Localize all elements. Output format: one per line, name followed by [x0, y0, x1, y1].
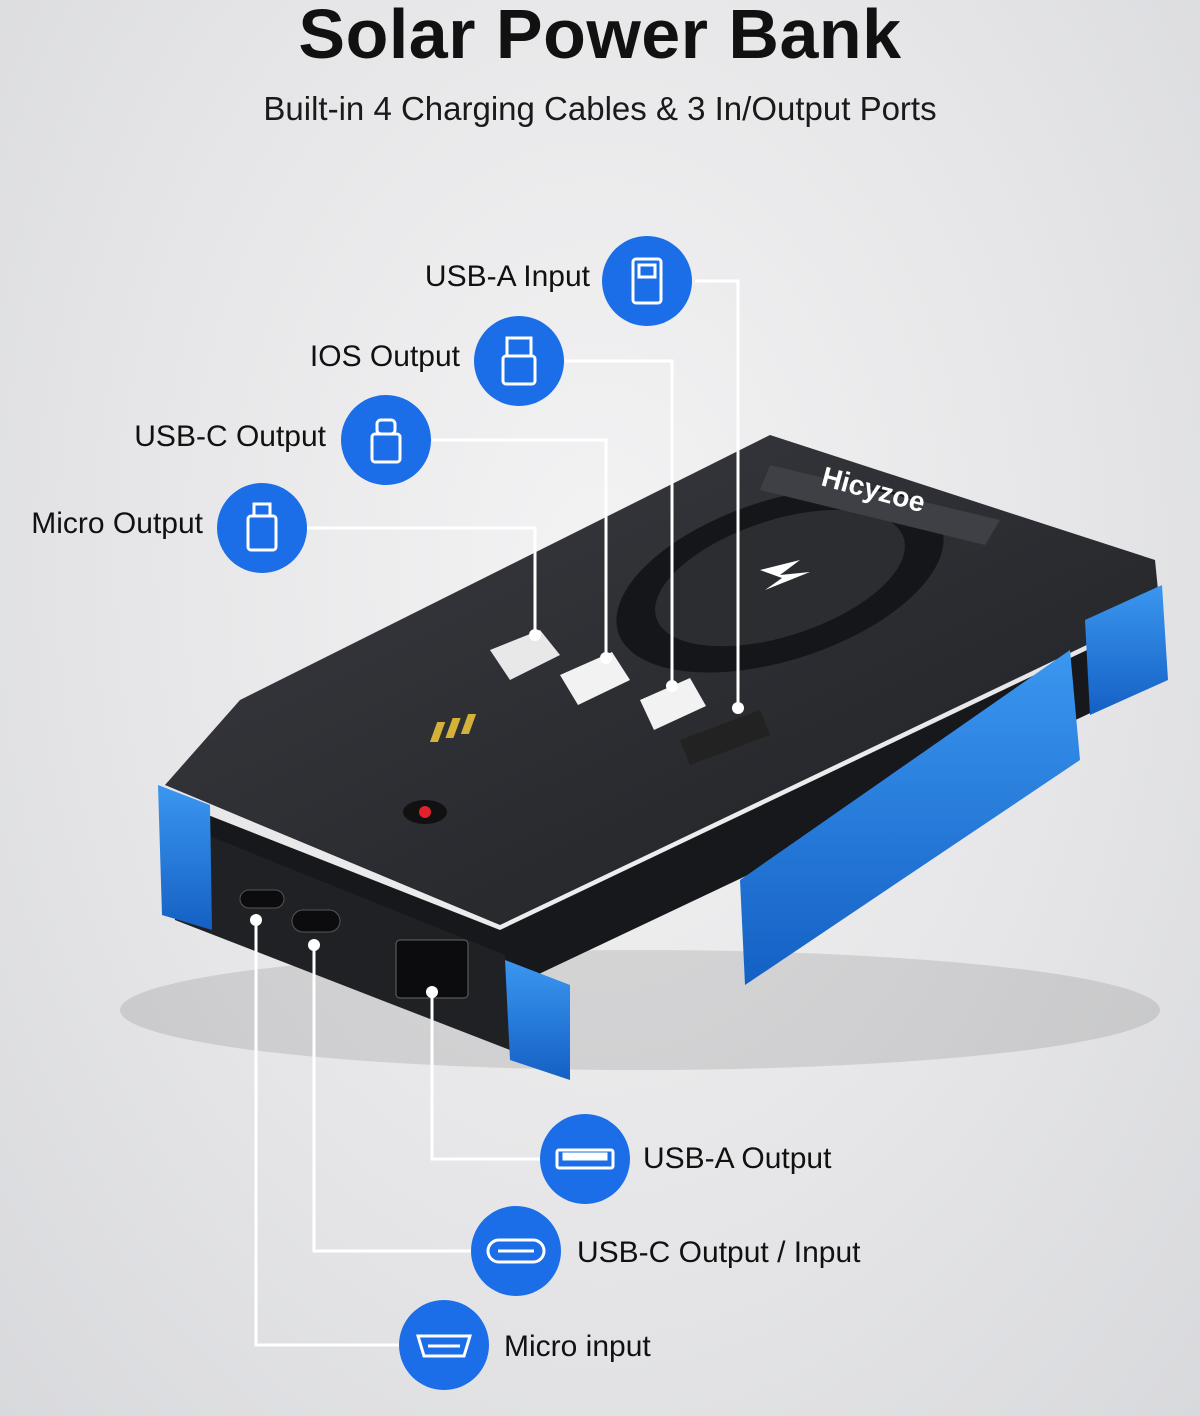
callout-label-usb-a-output: USB-A Output	[643, 1142, 832, 1175]
callout-label-micro-output: Micro Output	[31, 507, 203, 540]
micro-usb-port	[239, 889, 285, 909]
usb-c-port	[291, 909, 341, 933]
usb-c-plug-icon	[370, 418, 402, 464]
device-shadow	[120, 950, 1160, 1070]
usb-a-port-icon	[555, 1148, 615, 1170]
bumper-front-right	[505, 960, 570, 1080]
usbc-cable-tip	[560, 652, 630, 705]
micro-usb-port-icon	[415, 1334, 473, 1358]
usb-c-port-icon	[486, 1238, 546, 1264]
lightning-plug-icon	[501, 336, 537, 386]
ios-output-badge	[474, 316, 564, 406]
device-top	[165, 435, 1160, 925]
brand-plate	[760, 465, 1000, 545]
leader-lines	[254, 279, 740, 1347]
usb-c-output-input-badge	[471, 1206, 561, 1296]
ios-cable-tip	[640, 678, 706, 730]
lightning-bolt-icon	[760, 560, 810, 590]
usba-cable-tip	[680, 710, 770, 765]
page-subtitle: Built-in 4 Charging Cables & 3 In/Output…	[263, 90, 937, 127]
callout-label-usb-c-output-input: USB-C Output / Input	[577, 1236, 861, 1269]
built-in-cables	[429, 630, 770, 765]
power-indicator	[419, 806, 431, 818]
page-title: Solar Power Bank	[298, 0, 902, 73]
usb-c-output-badge	[341, 395, 431, 485]
callout-label-ios-output: IOS Output	[309, 340, 460, 373]
callout-label-usb-a-input: USB-A Input	[424, 260, 590, 293]
usb-a-output-badge	[540, 1114, 630, 1204]
leader-dots	[250, 629, 744, 998]
callout-label-usb-c-output: USB-C Output	[134, 420, 326, 453]
side-grip	[740, 650, 1080, 985]
wireless-pad	[655, 509, 905, 647]
micro-usb-plug-icon	[246, 502, 278, 552]
bumper-left	[158, 785, 212, 930]
bumper-back-right	[1085, 585, 1168, 715]
micro-output-badge	[217, 483, 307, 573]
device-side	[170, 620, 1160, 990]
micro-input-badge	[399, 1300, 489, 1390]
usb-a-input-badge	[602, 236, 692, 326]
usb-a-plug-icon	[631, 257, 663, 305]
micro-cable-tip	[490, 630, 560, 680]
callout-label-micro-input: Micro input	[504, 1330, 651, 1363]
